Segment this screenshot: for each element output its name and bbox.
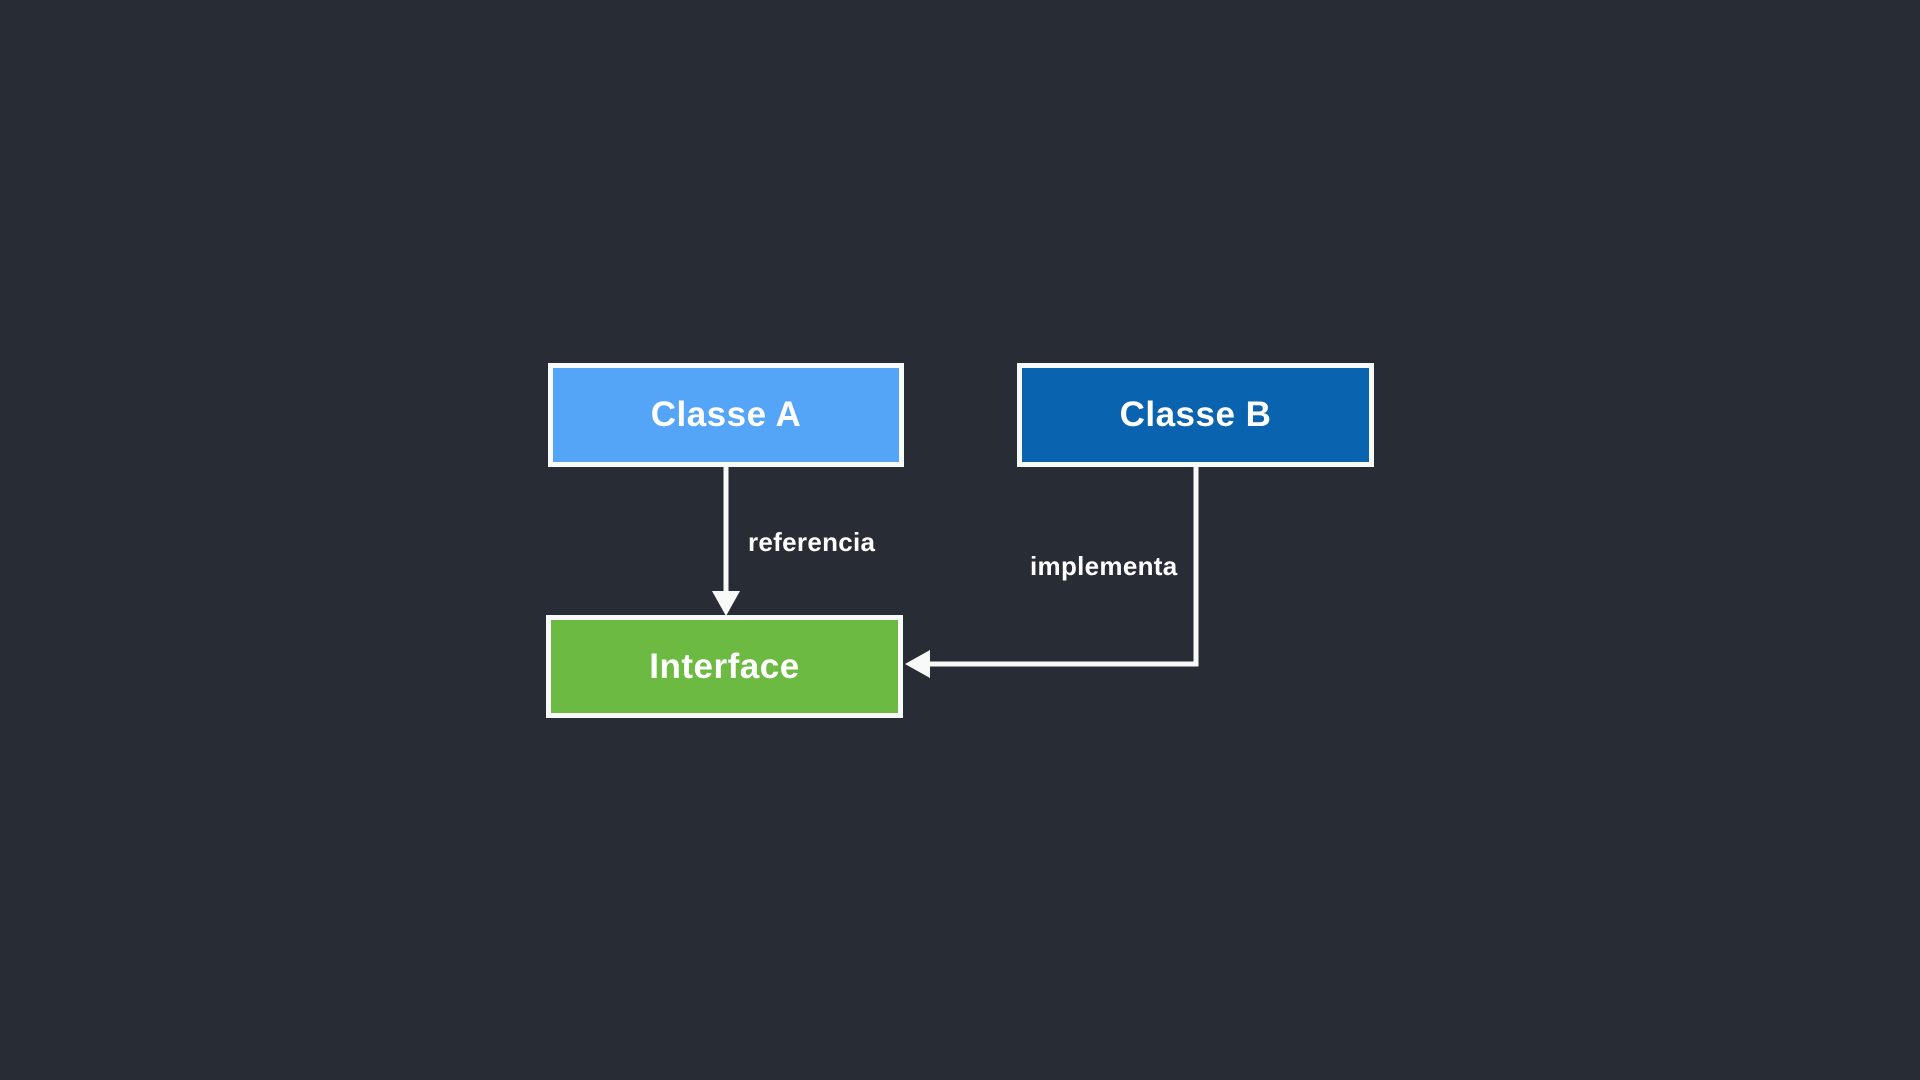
node-classe-b: Classe B bbox=[1017, 363, 1374, 467]
node-classe-b-label: Classe B bbox=[1119, 395, 1272, 434]
edge-implementa-arrowhead-icon bbox=[905, 650, 930, 678]
node-interface: Interface bbox=[546, 615, 903, 718]
edge-implementa-label: implementa bbox=[1030, 551, 1178, 581]
edge-referencia-arrowhead-icon bbox=[712, 591, 740, 616]
node-interface-label: Interface bbox=[649, 646, 800, 686]
node-classe-a: Classe A bbox=[548, 363, 904, 467]
edge-referencia-label: referencia bbox=[748, 527, 876, 557]
node-classe-a-label: Classe A bbox=[650, 395, 802, 434]
